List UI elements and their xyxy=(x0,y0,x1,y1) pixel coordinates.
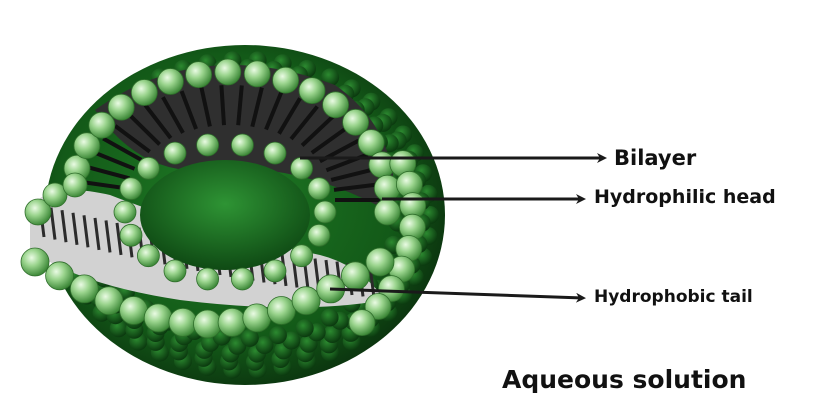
hydrophilic-head-bead xyxy=(264,260,286,282)
hydrophilic-head-bead xyxy=(70,275,98,303)
label-hydrophobic-tail: Hydrophobic tail xyxy=(594,289,753,306)
hydrophilic-head-bead xyxy=(169,308,197,336)
hydrophilic-head-bead xyxy=(197,134,219,156)
inner-aqueous-core xyxy=(140,160,310,270)
hydrophilic-head-bead xyxy=(231,268,253,290)
hydrophilic-head-bead xyxy=(164,142,186,164)
hydrophilic-head-bead xyxy=(314,201,336,223)
hydrophilic-head-bead xyxy=(194,310,222,338)
surface-bump xyxy=(321,309,339,327)
hydrophilic-head-bead xyxy=(164,260,186,282)
hydrophilic-head-bead xyxy=(291,245,313,267)
hydrophilic-head-bead xyxy=(244,61,270,87)
hydrophilic-head-bead xyxy=(308,178,330,200)
hydrophilic-head-bead xyxy=(186,62,212,88)
hydrophilic-head-bead xyxy=(120,178,142,200)
hydrophilic-head-bead xyxy=(267,297,295,325)
hydrophilic-head-bead xyxy=(197,268,219,290)
hydrophilic-head-bead xyxy=(89,112,115,138)
hydrophilic-head-bead xyxy=(243,304,271,332)
hydrophilic-head-bead xyxy=(291,157,313,179)
hydrophilic-head-bead xyxy=(374,175,400,201)
surface-bump xyxy=(296,319,314,337)
hydrophilic-head-bead xyxy=(95,287,123,315)
label-aqueous-solution: Aqueous solution xyxy=(502,367,746,392)
hydrophilic-head-bead xyxy=(144,304,172,332)
hydrophilic-head-bead xyxy=(215,59,241,85)
hydrophilic-head-bead xyxy=(231,134,253,156)
hydrophilic-head-bead xyxy=(374,199,400,225)
label-bilayer: Bilayer xyxy=(614,148,696,169)
hydrophilic-head-bead xyxy=(218,308,246,336)
hydrophilic-head-bead xyxy=(131,80,157,106)
hydrophilic-head-bead xyxy=(292,287,320,315)
hydrophilic-head-bead xyxy=(120,297,148,325)
hydrophilic-head-bead xyxy=(63,173,87,197)
hydrophilic-head-bead xyxy=(157,69,183,95)
hydrophilic-head-bead xyxy=(114,201,136,223)
hydrophilic-head-bead xyxy=(21,248,49,276)
hydrophilic-head-bead xyxy=(137,157,159,179)
hydrophilic-head-bead xyxy=(46,262,74,290)
label-hydrophilic-head: Hydrophilic head xyxy=(594,188,776,207)
hydrophilic-head-bead xyxy=(108,94,134,120)
hydrophilic-head-bead xyxy=(349,310,375,336)
hydrophilic-head-bead xyxy=(273,67,299,93)
hydrophilic-head-bead xyxy=(137,245,159,267)
hydrophilic-head-bead xyxy=(341,262,369,290)
hydrophilic-head-bead xyxy=(299,78,325,104)
hydrophilic-head-bead xyxy=(308,224,330,246)
hydrophilic-head-bead xyxy=(264,142,286,164)
hydrophilic-head-bead xyxy=(366,248,394,276)
surface-bump xyxy=(269,326,287,344)
hydrophilic-head-bead xyxy=(120,224,142,246)
tail-line xyxy=(221,85,224,125)
hydrophilic-head-bead xyxy=(323,92,349,118)
